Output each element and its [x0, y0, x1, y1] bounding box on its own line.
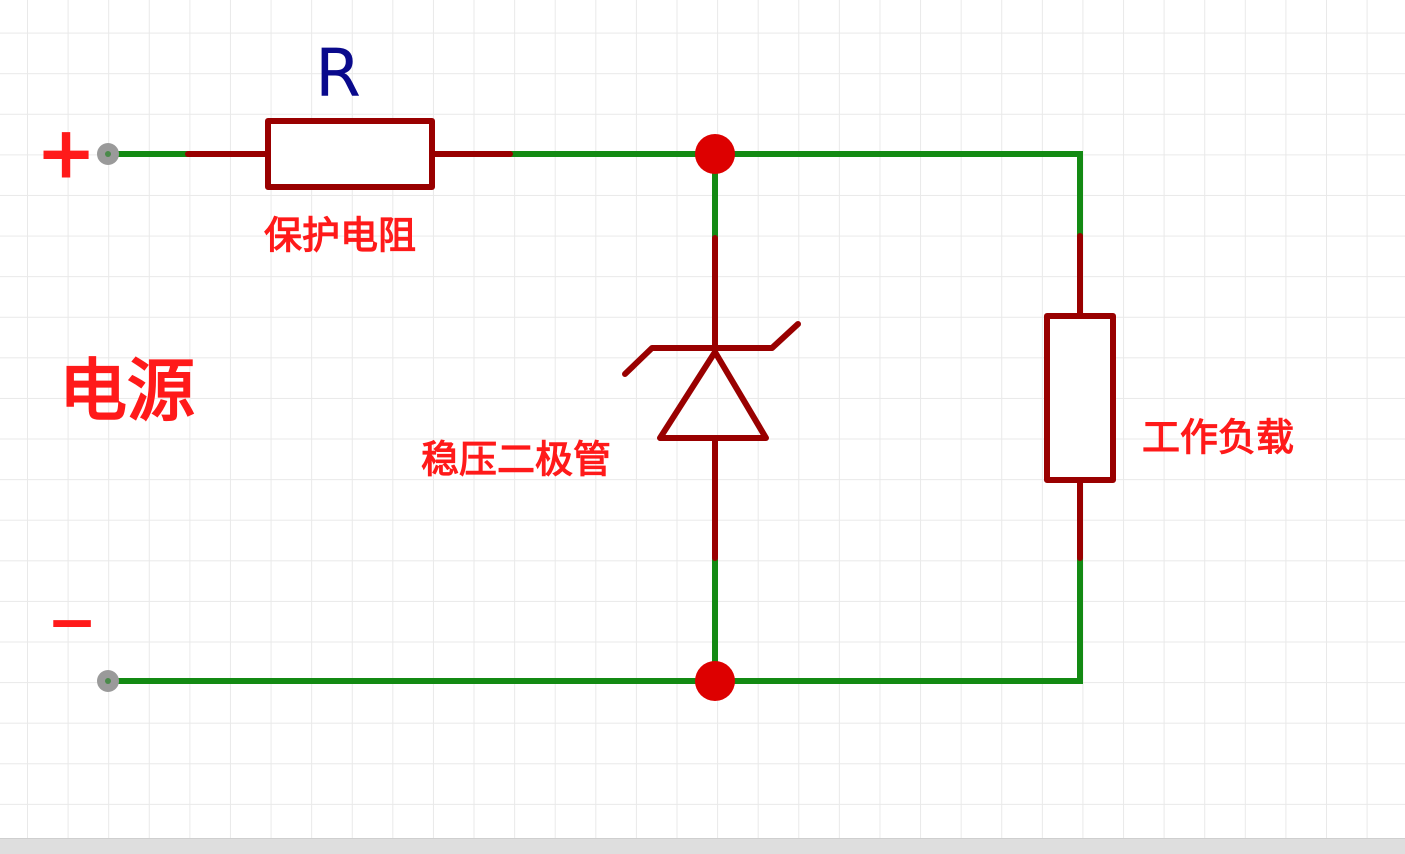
minus-sign-label: −	[47, 588, 97, 658]
load-body	[1044, 313, 1116, 483]
wire-top-to-load	[712, 151, 1083, 239]
bottom-scrollbar[interactable]	[0, 838, 1405, 854]
resistor-body	[265, 118, 435, 190]
power-source-label: 电源	[59, 353, 195, 432]
load-description: 工作负载	[1142, 416, 1294, 460]
terminal-negative[interactable]	[97, 670, 119, 692]
resistor-designator: R	[315, 35, 361, 112]
resistor-description: 保护电阻	[264, 214, 416, 258]
wire-bottom-return	[105, 555, 1083, 684]
plus-sign-label: +	[36, 111, 96, 195]
load-resistor[interactable]	[1044, 233, 1116, 561]
zener-cathode-bar	[622, 321, 801, 377]
wires	[105, 151, 1083, 684]
zener-description: 稳压二极管	[421, 438, 611, 482]
junction-bottom	[695, 661, 735, 701]
zener-triangle	[657, 349, 769, 441]
terminal-positive[interactable]	[97, 143, 119, 165]
junction-top	[695, 134, 735, 174]
protection-resistor[interactable]	[185, 118, 513, 190]
zener-diode[interactable]	[622, 235, 801, 561]
